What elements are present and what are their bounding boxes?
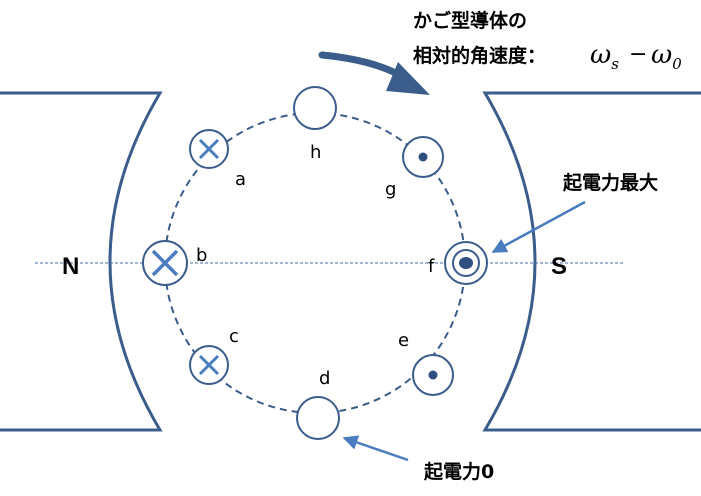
zero-emf-pointer xyxy=(342,435,409,462)
rotation-arrow xyxy=(318,51,430,95)
conductor-label-e: e xyxy=(398,330,409,351)
conductor-f xyxy=(444,241,488,285)
conductor-a xyxy=(189,129,229,169)
south-pole-label: S xyxy=(551,253,567,280)
max-emf-pointer xyxy=(491,200,586,254)
conductor-d xyxy=(296,396,340,440)
conductor-h xyxy=(293,86,337,130)
conductor-c xyxy=(189,345,229,385)
minus-sign: − xyxy=(629,42,647,67)
conductor-label-d: d xyxy=(319,368,330,389)
conductor-label-c: c xyxy=(229,326,239,347)
conductor-label-g: g xyxy=(385,179,396,200)
conductor-label-a: a xyxy=(235,169,246,190)
max-emf-label: 起電力最大 xyxy=(562,171,658,194)
zero-emf-label: 起電力0 xyxy=(423,460,494,483)
conductor-label-f: f xyxy=(428,256,435,277)
conductor-g xyxy=(402,136,444,178)
conductor-b xyxy=(142,240,188,286)
angular-velocity-formula: ωs − ω0 xyxy=(590,40,682,73)
omega-s: ωs xyxy=(590,40,619,73)
conductor-e xyxy=(412,354,454,396)
south-pole-piece xyxy=(482,91,701,432)
title-line-1: かご型導体の xyxy=(413,9,527,32)
north-pole-piece xyxy=(0,91,163,432)
conductor-label-h: h xyxy=(310,142,321,163)
title-line-2: 相対的角速度： xyxy=(413,44,546,67)
omega-0: ω0 xyxy=(651,40,682,73)
north-pole-label: N xyxy=(62,253,79,280)
conductor-label-b: b xyxy=(196,245,207,266)
